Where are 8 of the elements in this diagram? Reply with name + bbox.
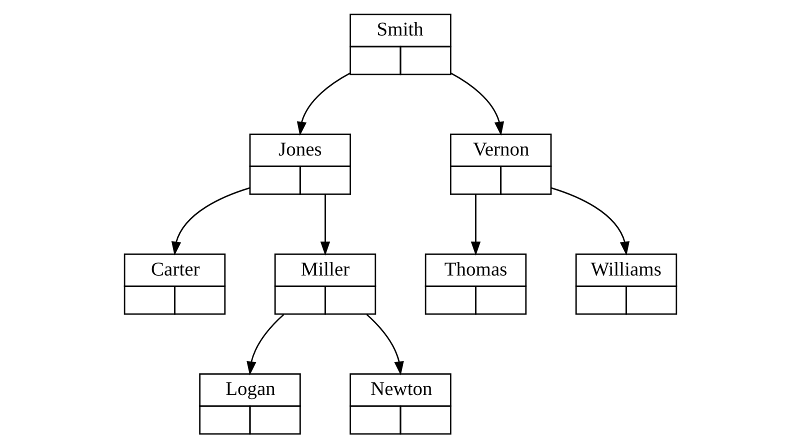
arrow — [550, 187, 630, 256]
arrow — [320, 194, 330, 256]
arrow — [296, 72, 350, 136]
arrow — [450, 72, 504, 136]
arrow — [170, 187, 250, 256]
arrow — [366, 314, 404, 376]
arrow — [246, 314, 284, 376]
arrow — [470, 194, 480, 256]
